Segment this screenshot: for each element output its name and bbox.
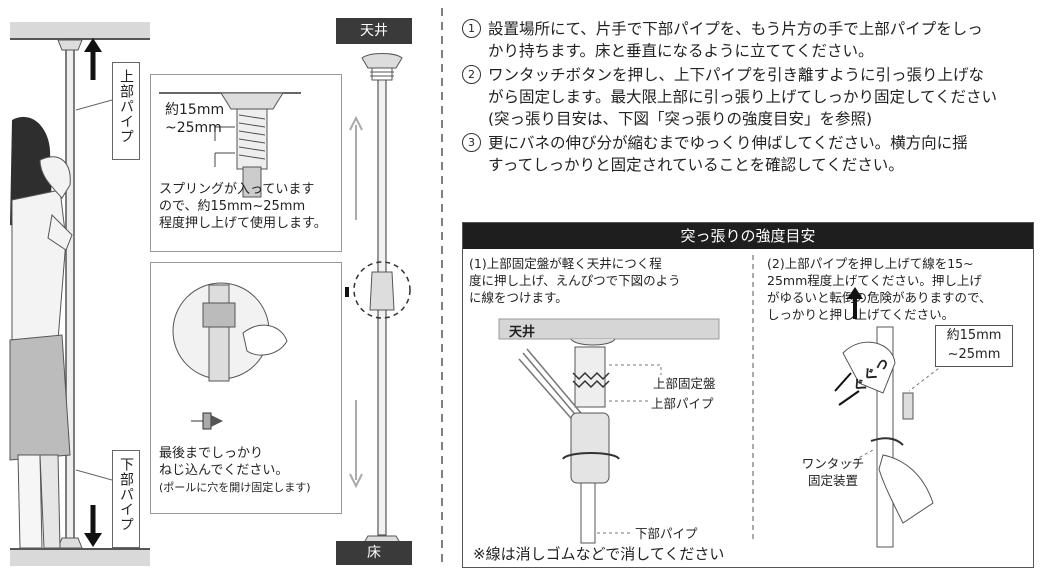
guide-sub1-line: 度に押し上げ、えんぴつで下図のよう — [469, 273, 681, 288]
lower-pipe-tag-text: 下部パイプ — [118, 457, 134, 532]
strength-guide-title: 突っ張りの強度目安 — [463, 223, 1033, 249]
step-3: 3 更にバネの伸び分が縮むまでゆっくり伸ばしてください。横方向に揺 すってしっか… — [462, 132, 1032, 176]
step-text-line: 設置場所にて、片手で下部パイプを、もう片方の手で上部パイプをしっ — [488, 20, 983, 38]
guide-sub2-line: がゆるいと転倒の危険がありますので、 — [767, 290, 992, 305]
onetouch-line1: ワンタッチ — [801, 456, 865, 471]
step-number: 1 — [462, 19, 481, 38]
guide-sub2-line: (2)上部パイプを押し上げて線を15~ — [767, 256, 974, 271]
step-text-line: 更にバネの伸び分が縮むまでゆっくり伸ばしてください。横方向に揺 — [488, 134, 968, 152]
spring-caption-line: スプリングが入っています — [159, 182, 315, 197]
step-1: 1 設置場所にて、片手で下部パイプを、もう片方の手で上部パイプをしっ かり持ちま… — [462, 18, 1032, 62]
ceiling-bar — [10, 22, 150, 40]
screw-note: (ポールに穴を開け固定します) — [159, 481, 311, 494]
lower-pipe-label: 下部パイプ — [635, 526, 698, 541]
step-text-line: かり持ちます。床と垂直になるように立ててください。 — [488, 42, 874, 60]
screw-detail-panel: 最後までしっかり ねじ込んでください。 (ポールに穴を開け固定します) — [150, 262, 342, 514]
left-illustration: 上部パイプ 下部パイプ 天井 床 約15mm ~25mm スプリングが入っていま… — [0, 0, 443, 569]
step-2: 2 ワンタッチボタンを押し、上下パイプを引き離すように引っ張り上げな がら固定し… — [462, 64, 1032, 130]
range-box: 約15mm ~25mm — [935, 325, 1013, 367]
screw-caption-line: ねじ込んでください。 — [159, 463, 289, 478]
guide-sub1-line: に線をつけます。 — [469, 290, 568, 305]
upper-plate-label: 上部固定盤 — [653, 376, 716, 391]
ceiling-tag: 天井 — [336, 18, 412, 44]
screw-detail-drawing — [172, 282, 288, 430]
guide-sub1-line: (1)上部固定盤が軽く天井につく程 — [469, 256, 662, 271]
guide-sub2-line: しっかりと押し上げてください。 — [767, 307, 955, 322]
guide-sub2-line: 25mm程度上げてください。押し上げ — [767, 273, 982, 288]
step-number: 2 — [462, 65, 481, 84]
step-text-line: (突っ張り目安は、下図「突っ張りの強度目安」を参照) — [488, 110, 873, 128]
range-line2: ~25mm — [947, 347, 1001, 362]
screw-caption-line: 最後までしっかり — [159, 446, 264, 461]
floor-bar — [10, 548, 150, 566]
spring-detail-drawing — [159, 92, 301, 198]
spring-range-line2: ~25mm — [165, 120, 222, 136]
spring-caption-line: 程度押し上げて使用します。 — [159, 216, 327, 231]
strength-guide-drawing — [498, 255, 944, 548]
strength-guide-box: 突っ張りの強度目安 (1)上部固定盤が軽く天井につく程 度に押し上げ、えんぴつで… — [462, 222, 1034, 568]
spring-caption-line: ので、約15mm~25mm — [159, 199, 306, 214]
step-text-line: ワンタッチボタンを押し、上下パイプを引き離すように引っ張り上げな — [488, 66, 985, 84]
spring-range-line1: 約15mm — [165, 102, 225, 118]
upper-pipe-tag: 上部パイプ — [112, 62, 140, 160]
upper-pipe-tag-text: 上部パイプ — [118, 69, 134, 144]
step-text-line: すってしっかりと固定されていることを確認してください。 — [488, 156, 904, 174]
floor-tag: 床 — [336, 541, 412, 565]
ceiling-label: 天井 — [509, 325, 536, 340]
spring-detail-panel: 約15mm ~25mm スプリングが入っています ので、約15mm~25mm 程… — [150, 74, 342, 252]
instruction-steps: 1 設置場所にて、片手で下部パイプを、もう片方の手で上部パイプをしっ かり持ちま… — [462, 18, 1032, 178]
step-number: 3 — [462, 133, 481, 152]
range-line1: 約15mm — [946, 328, 1002, 343]
step-text-line: がら固定します。最大限上部に引っ張り上げてしっかり固定してください — [488, 88, 998, 106]
floor-tag-text: 床 — [367, 545, 381, 561]
upper-pipe-label: 上部パイプ — [651, 396, 714, 411]
footer-note: ※線は消しゴムなどで消してください — [473, 545, 725, 563]
person-and-pole-drawing — [9, 8, 443, 565]
onetouch-label: ワンタッチ 固定装置 — [793, 455, 873, 489]
lower-pipe-tag: 下部パイプ — [112, 450, 140, 548]
onetouch-line2: 固定装置 — [807, 473, 858, 488]
ceiling-tag-text: 天井 — [360, 23, 388, 39]
